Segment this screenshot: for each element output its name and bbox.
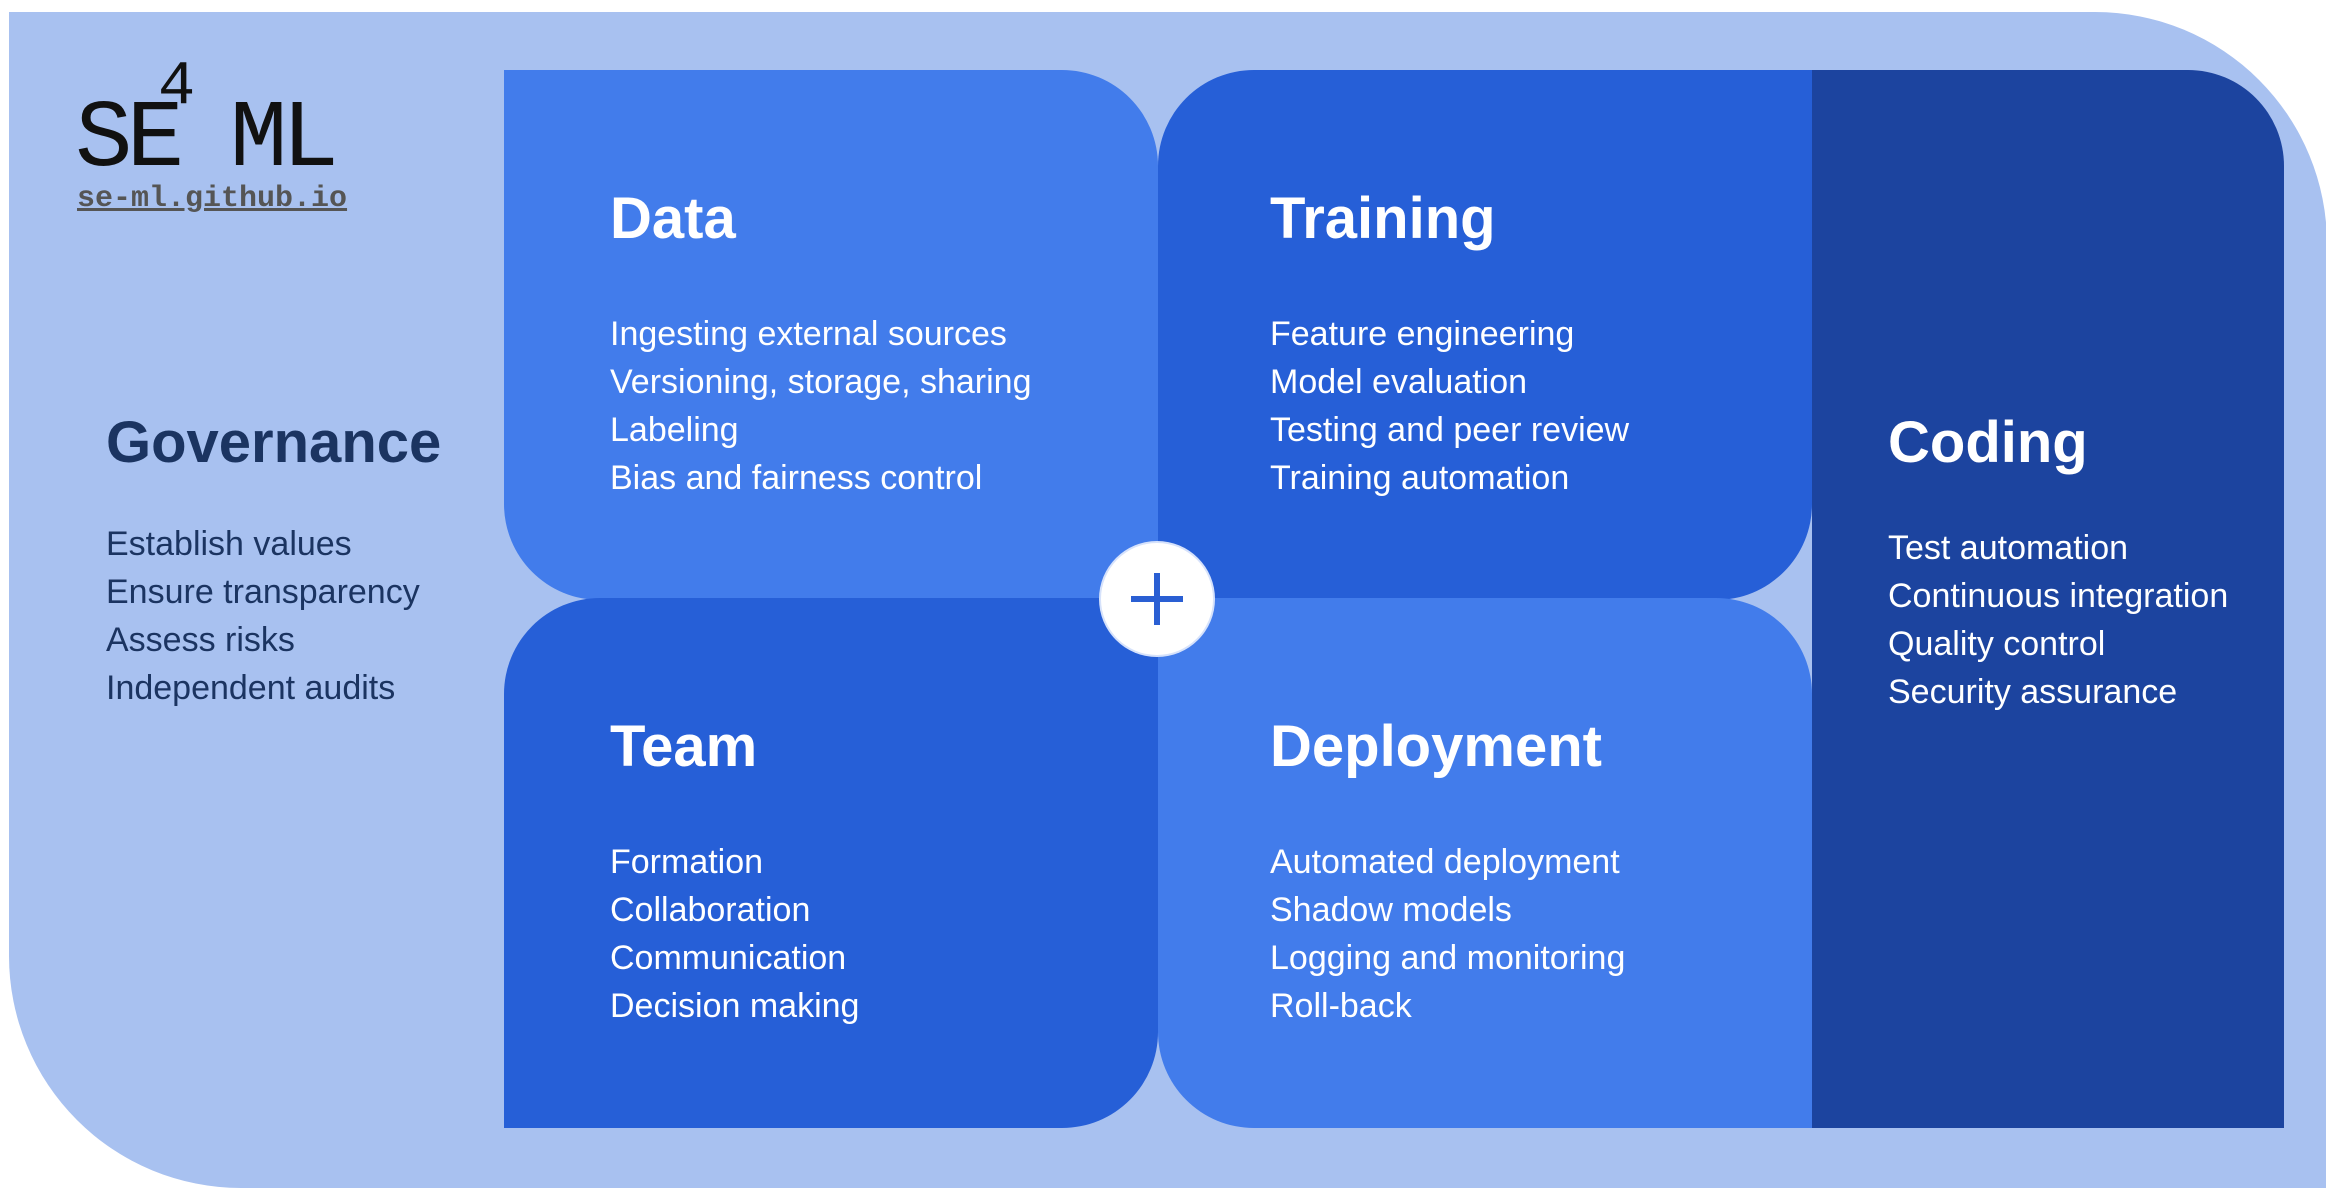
training-item: Feature engineering [1270, 315, 1575, 353]
coding-title: Coding [1888, 410, 2088, 475]
governance-item: Establish values [106, 525, 352, 563]
logo-url-link[interactable]: se-ml.github.io [77, 182, 348, 216]
team-item: Communication [610, 939, 847, 977]
deployment-item: Shadow models [1270, 891, 1512, 929]
deployment-item: Automated deployment [1270, 843, 1620, 881]
data-item: Labeling [610, 411, 739, 449]
training-list: Feature engineering Model evaluation Tes… [1270, 310, 1629, 502]
training-item: Model evaluation [1270, 363, 1528, 401]
data-list: Ingesting external sources Versioning, s… [610, 310, 1031, 502]
governance-list: Establish values Ensure transparency Ass… [106, 520, 420, 712]
coding-panel: Coding Test automation Continuous integr… [1812, 70, 2284, 1128]
deployment-item: Logging and monitoring [1270, 939, 1626, 977]
governance-item: Ensure transparency [106, 573, 420, 611]
governance-title: Governance [106, 410, 442, 475]
deployment-list: Automated deployment Shadow models Loggi… [1270, 838, 1625, 1030]
logo-main-text: SE ML [75, 85, 339, 194]
data-panel: Data Ingesting external sources Versioni… [504, 70, 1158, 600]
data-item: Ingesting external sources [610, 315, 1007, 353]
coding-list: Test automation Continuous integration Q… [1888, 524, 2228, 716]
plus-icon [1101, 543, 1213, 655]
deployment-title: Deployment [1270, 714, 1602, 779]
training-item: Testing and peer review [1270, 411, 1630, 449]
coding-item: Continuous integration [1888, 577, 2229, 615]
team-list: Formation Collaboration Communication De… [610, 838, 859, 1030]
se4ml-logo: SE ML 4 se-ml.github.io [75, 56, 395, 220]
team-panel: Team Formation Collaboration Communicati… [504, 598, 1158, 1128]
coding-item: Security assurance [1888, 673, 2178, 711]
training-item: Training automation [1270, 459, 1570, 497]
training-title: Training [1270, 186, 1496, 251]
team-item: Formation [610, 843, 764, 881]
data-item: Bias and fairness control [610, 459, 983, 497]
deployment-panel: Deployment Automated deployment Shadow m… [1158, 598, 1812, 1128]
training-panel: Training Feature engineering Model evalu… [1158, 70, 1812, 600]
data-title: Data [610, 186, 736, 251]
coding-item: Test automation [1888, 529, 2129, 567]
data-item: Versioning, storage, sharing [610, 363, 1032, 401]
governance-item: Independent audits [106, 669, 396, 707]
coding-item: Quality control [1888, 625, 2106, 663]
governance-item: Assess risks [106, 621, 295, 659]
logo-superscript: 4 [158, 51, 196, 122]
team-title: Team [610, 714, 758, 779]
team-item: Decision making [610, 987, 860, 1025]
team-item: Collaboration [610, 891, 811, 929]
deployment-item: Roll-back [1270, 987, 1412, 1025]
